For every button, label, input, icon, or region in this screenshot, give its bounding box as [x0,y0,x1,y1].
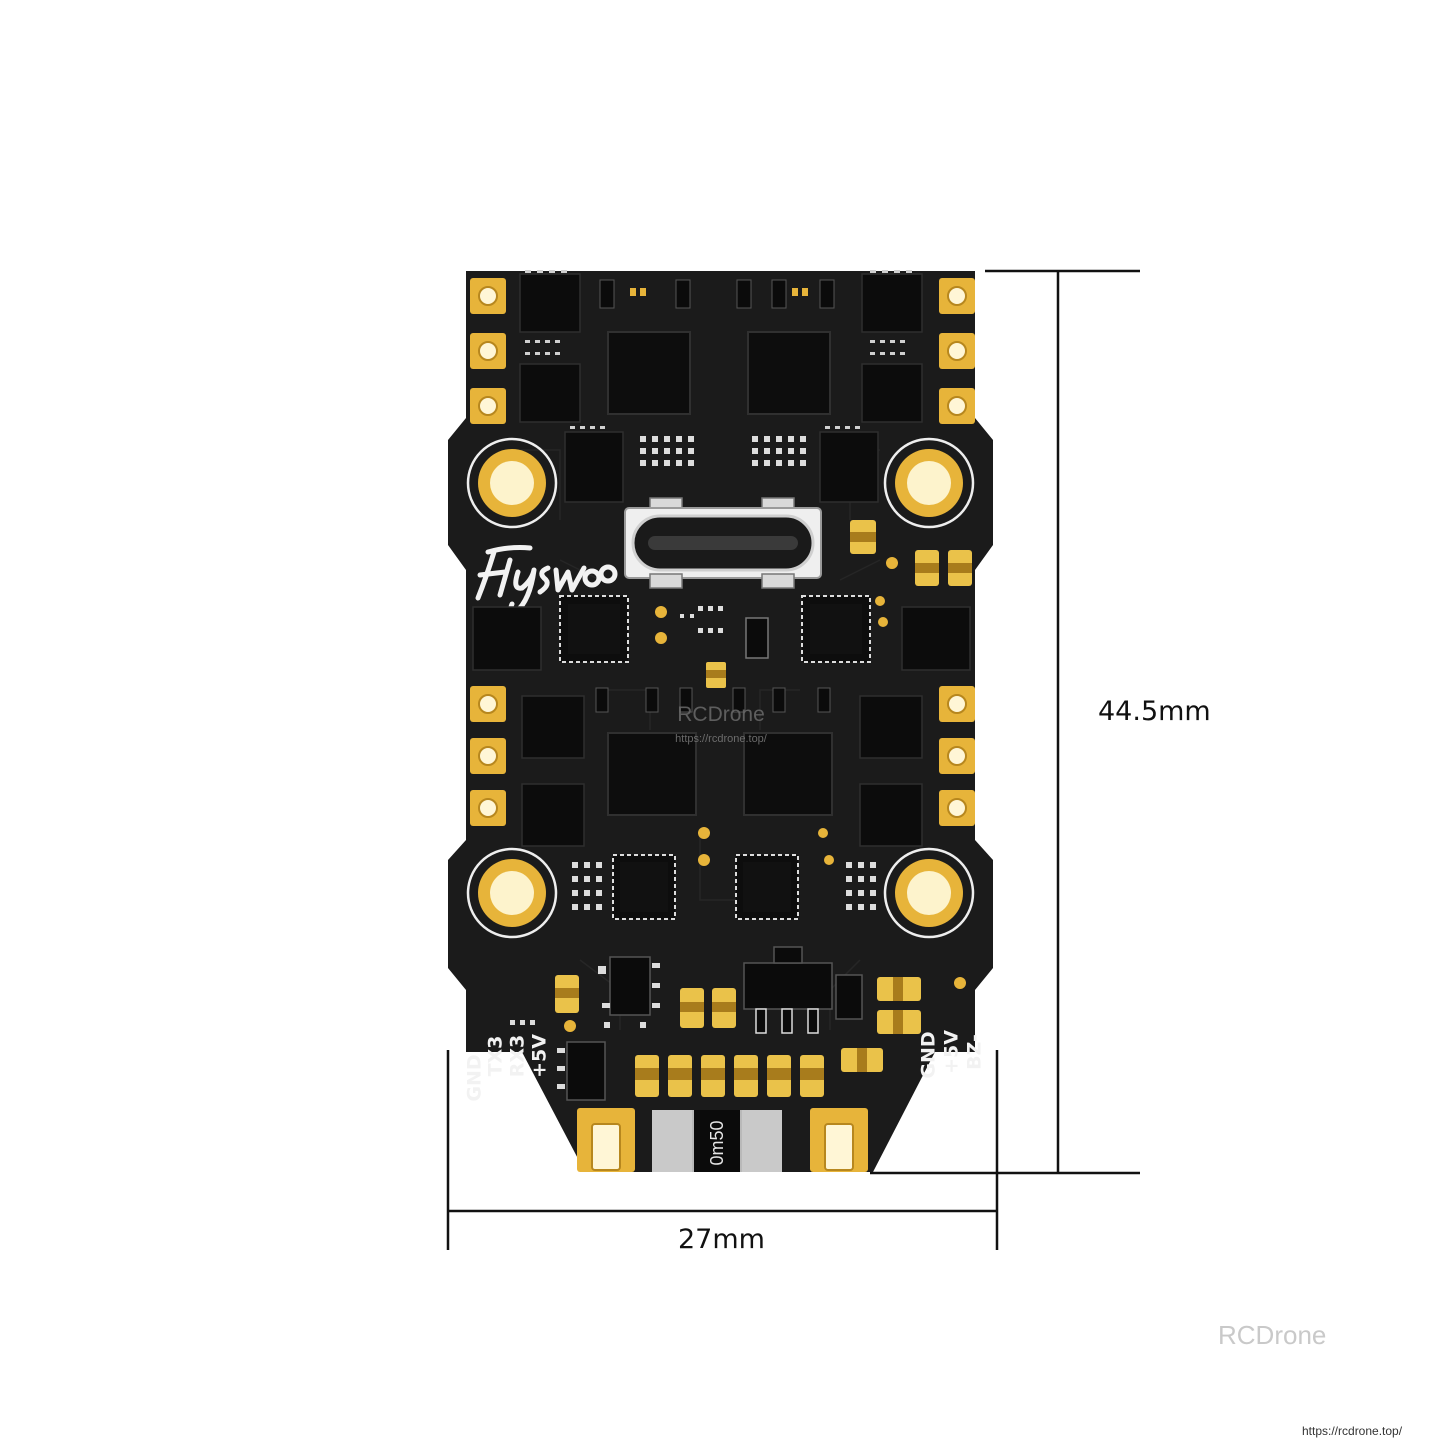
motor-pads-bottom-left [470,686,506,826]
bga-grid-bottom-right [846,862,876,910]
small-components-top [599,279,835,309]
mosfet-pins-top [525,270,912,429]
pin-label-5v-left: +5V [529,1034,551,1078]
watermark-center-url: https://rcdrone.top/ [675,733,768,745]
mid-ics [559,595,871,688]
pin-label-tx3: TX3 [485,1036,507,1077]
width-dimension [446,1050,999,1250]
watermark-corner: RCDrone [1218,1320,1327,1350]
motor-pads-top-right [939,278,975,424]
capacitor-row-bottom [635,1055,824,1097]
mid-mosfets [472,606,971,671]
bga-grid-top-right [752,436,806,466]
shunt-marking: 0m50 [707,1120,727,1165]
pin-label-rx3: RX3 [507,1035,529,1078]
driver-ics-bottom [607,732,833,816]
mounting-hole-top-left [466,437,558,529]
height-dimension-label: 44.5mm [1098,696,1211,727]
battery-pad-negative [577,1108,635,1172]
motor-pads-top-left [470,278,506,424]
voltage-regulators [602,946,863,1034]
mid-gold-dots [655,606,888,644]
lower-ics [612,854,799,920]
pin-label-gnd-right: GND [918,1031,940,1078]
battery-pad-positive [810,1108,868,1172]
motor-pads-bottom-right [939,686,975,826]
pin-labels-right: GND +5V BZ- [918,1030,986,1079]
small-components-mid [595,687,831,713]
mounting-hole-top-right [883,437,975,529]
mosfets-top [519,273,923,503]
power-capacitors [555,975,921,1072]
pin-label-gnd-left: GND [464,1054,486,1101]
pin-label-5v-right: +5V [941,1030,963,1074]
pin-labels-left: GND TX3 RX3 +5V [464,1034,551,1102]
mounting-hole-bottom-right [883,847,975,939]
mounting-hole-bottom-left [466,847,558,939]
width-dimension-label: 27mm [678,1224,765,1255]
bga-grid-top-left [640,436,694,466]
driver-ics-top [607,331,831,415]
pin-label-bz: BZ- [964,1034,986,1070]
gold-dots-bottom [564,827,966,1032]
watermark-corner-url: https://rcdrone.top/ [1302,1424,1403,1438]
current-shunt-resistor [652,1110,782,1172]
power-small-pads [510,966,646,1028]
mosfets-bottom [521,695,923,847]
height-dimension [870,269,1140,1175]
usb-c-port [624,497,822,589]
mosfet-left-bottom [557,1041,606,1101]
watermark-center: RCDrone [677,703,765,726]
mid-small-pads [680,606,723,633]
bga-grid-bottom-left [572,862,602,910]
capacitors-right-top [850,520,972,606]
